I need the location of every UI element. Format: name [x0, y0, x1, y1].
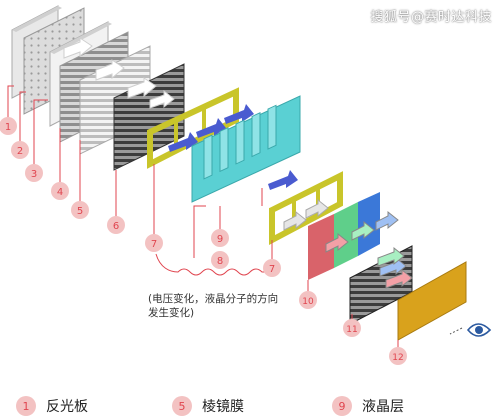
voltage-note-line-2: 发生变化) [148, 307, 195, 319]
callout-badge: 3 [25, 164, 43, 182]
front-panel-layer [397, 261, 467, 341]
callout-badge: 12 [389, 347, 407, 365]
callout-badge: 6 [107, 216, 125, 234]
legend-item: 1 反光板 [16, 396, 88, 416]
callout-badge: 9 [211, 229, 229, 247]
svg-text:3: 3 [31, 169, 37, 180]
legend-badge: 5 [172, 396, 192, 416]
svg-text:4: 4 [57, 187, 63, 198]
callout-badge: 8 [211, 251, 229, 269]
legend-item: 9 液晶层 [332, 396, 404, 416]
liquid-crystal-layer [191, 95, 301, 203]
svg-text:7: 7 [269, 264, 275, 275]
legend-item: 5 棱镜膜 [172, 396, 244, 416]
callout-badge: 2 [11, 141, 29, 159]
legend-badge: 9 [332, 396, 352, 416]
svg-text:6: 6 [113, 221, 119, 232]
color-filter-layer [308, 192, 380, 280]
light-arrows-mid [283, 198, 329, 231]
legend-label: 反光板 [46, 399, 88, 415]
svg-text:8: 8 [217, 256, 223, 267]
watermark: 搜狐号@赛时达科技 [370, 10, 492, 25]
callout-badge: 5 [71, 201, 89, 219]
polarized-light-arrows [168, 104, 254, 152]
svg-text:10: 10 [302, 297, 314, 307]
callout-badge: 7 [263, 259, 281, 277]
callout-badge: 7 [145, 234, 163, 252]
legend-label: 棱镜膜 [202, 399, 244, 415]
light-arrows-back [63, 37, 175, 109]
callout-badge: 4 [51, 182, 69, 200]
legend: 1 反光板 5 棱镜膜 9 液晶层 [0, 380, 500, 419]
color-light-arrows [325, 210, 399, 253]
voltage-note-line-1: (电压变化，液晶分子的方向 [148, 293, 279, 305]
legend-label: 液晶层 [362, 399, 404, 415]
svg-text:1: 1 [5, 122, 11, 133]
svg-text:7: 7 [151, 239, 157, 250]
svg-text:11: 11 [346, 325, 357, 335]
callout-badge: 11 [343, 319, 361, 337]
callout-badges: 1 2 3 4 5 6 7 8 9 7 10 11 12 [0, 117, 407, 365]
svg-text:5: 5 [77, 206, 83, 217]
callout-badge: 1 [0, 117, 17, 135]
legend-badge: 1 [16, 396, 36, 416]
svg-text:2: 2 [17, 146, 23, 157]
svg-text:12: 12 [392, 353, 403, 363]
callout-badge: 10 [299, 291, 317, 309]
output-arrows [377, 246, 413, 289]
svg-text:9: 9 [217, 234, 223, 245]
voltage-note: (电压变化，液晶分子的方向 发生变化) [148, 292, 328, 320]
eye-icon [449, 323, 492, 337]
